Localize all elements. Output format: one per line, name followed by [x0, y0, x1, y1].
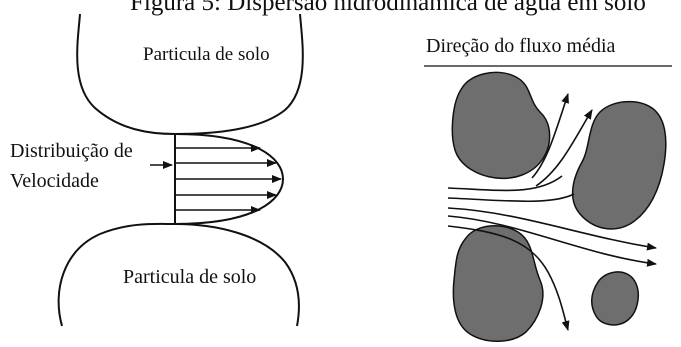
- soil-grain-bottom-right: [592, 272, 639, 325]
- bottom-particle-label: Particula de solo: [123, 266, 256, 289]
- streamline: [448, 194, 574, 201]
- top-soil-particle: [77, 14, 303, 134]
- soil-grain-top-left: [452, 72, 549, 178]
- distribution-label: Distribuição de: [10, 140, 133, 163]
- flow-direction-label: Direção do fluxo média: [426, 35, 615, 58]
- soil-grain-bottom-left: [453, 226, 543, 342]
- top-particle-label: Particula de solo: [143, 44, 270, 66]
- velocity-label: Velocidade: [10, 170, 99, 193]
